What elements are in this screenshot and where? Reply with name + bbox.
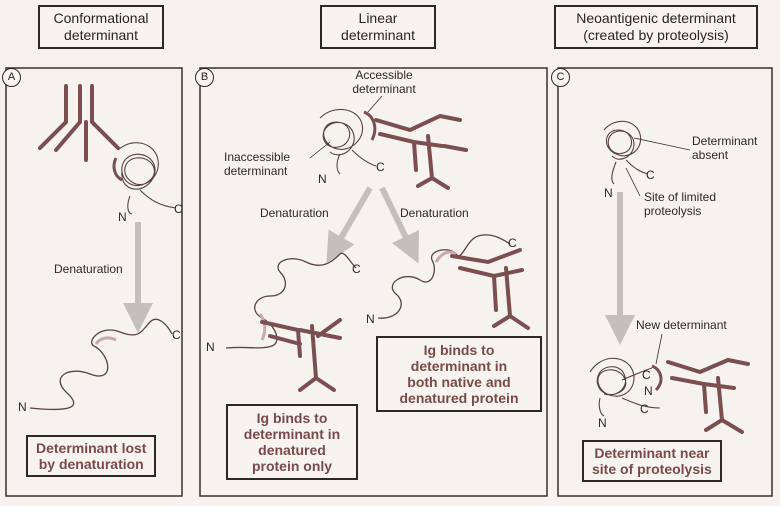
- panel-c-site-label: Site of limited proteolysis: [644, 190, 716, 218]
- panel-c-antibody: [666, 357, 750, 434]
- panel-c-cleaved-protein: [589, 357, 661, 417]
- panel-b-accessible-line1: Accessible: [355, 68, 413, 82]
- panel-c-title: Neoantigenic determinant (created by pro…: [554, 5, 758, 49]
- panel-b-inaccessible-label: Inaccessible determinant: [224, 150, 290, 178]
- panel-b-result-left: Ig binds to determinant in denatured pro…: [226, 404, 358, 480]
- panel-b-result-right-line2: determinant in: [410, 358, 508, 374]
- panel-b-title: Linear determinant: [320, 5, 436, 49]
- panel-a-frame: [5, 67, 183, 497]
- panel-b-result-right-line3: both native and: [407, 374, 511, 390]
- panel-c-new-epitope: [651, 364, 663, 392]
- panel-b-result-left-line4: protein only: [251, 458, 333, 474]
- panel-a-term-c2: C: [172, 328, 181, 342]
- panel-a-term-n: N: [118, 210, 127, 224]
- panel-c-title-line2: (created by proteolysis): [583, 27, 729, 43]
- panel-a-term-n2: N: [18, 400, 27, 414]
- panel-b-left-epitope: [258, 313, 267, 341]
- panel-b-right-epitope: [434, 250, 457, 263]
- panel-b-letter: B: [195, 68, 214, 87]
- panel-a-unfolded-segment: [94, 336, 117, 345]
- panel-c-frame: [557, 67, 773, 497]
- panel-a-antibody: [38, 84, 120, 162]
- panel-a-result: Determinant lost by denaturation: [26, 435, 157, 477]
- panel-c-leader-site: [625, 167, 641, 197]
- panel-c-leader-new: [655, 333, 663, 365]
- panel-c-term-c-low: C: [640, 402, 649, 416]
- panel-b-antibody-left: [260, 318, 342, 392]
- panel-b-result-left-line1: Ig binds to: [256, 410, 328, 426]
- panel-b-inaccessible-line1: Inaccessible: [224, 150, 291, 164]
- panel-c-result: Determinant near site of proteolysis: [582, 440, 722, 482]
- panel-b-term-c: C: [376, 160, 385, 174]
- panel-a-title: Conformational determinant: [38, 5, 164, 49]
- panel-b-result-left-line3: denatured: [258, 442, 326, 458]
- panel-b-antibody-top: [374, 113, 468, 190]
- panel-c-term-c-new: C: [642, 368, 651, 382]
- panel-a-folded-protein: [112, 142, 177, 215]
- panel-b-term-c-right: C: [508, 236, 517, 250]
- panel-b-result-right-line1: Ig binds to: [423, 342, 495, 358]
- panel-b-result-right: Ig binds to determinant in both native a…: [376, 336, 542, 412]
- panel-c-term-n-new: N: [644, 384, 653, 398]
- panel-c-site-line1: Site of limited: [644, 190, 717, 204]
- panel-c-title-line1: Neoantigenic determinant: [576, 10, 736, 26]
- panel-c-intact-protein: [603, 120, 649, 185]
- panel-a-unfolded-chain: [29, 318, 173, 411]
- panel-c-absent-line2: absent: [692, 148, 729, 162]
- panel-b-frame: [199, 67, 548, 497]
- panel-b-arrow-right: [379, 186, 419, 264]
- panel-c-term-n-low: N: [598, 416, 607, 430]
- panel-c-leader-absent: [633, 137, 691, 151]
- panel-b-term-c-left: C: [352, 262, 361, 276]
- panel-b-title-line1: Linear: [358, 10, 398, 26]
- panel-b-accessible-line2: determinant: [352, 82, 416, 96]
- panel-a-term-c: C: [174, 202, 183, 216]
- panel-b-accessible-label: Accessible determinant: [352, 68, 415, 96]
- panel-b-title-line2: determinant: [341, 27, 415, 43]
- panel-b-result-left-line2: determinant in: [243, 426, 341, 442]
- panel-a-title-line2: determinant: [64, 27, 138, 43]
- panel-b-term-n-left: N: [206, 340, 215, 354]
- panel-b-leader-accessible: [367, 95, 383, 113]
- panel-c-site-line2: proteolysis: [644, 204, 702, 218]
- panel-b-inaccessible-line2: determinant: [224, 164, 288, 178]
- panel-b-accessible-segment: [363, 110, 377, 141]
- panel-b-arrow-left: [326, 186, 373, 263]
- panel-b-denatured-chain-left: [225, 252, 357, 349]
- panel-c-new-label: New determinant: [636, 318, 727, 332]
- panel-c-absent-label: Determinant absent: [692, 134, 757, 162]
- panel-a-title-line1: Conformational: [53, 10, 149, 26]
- panel-a-process-label: Denaturation: [54, 262, 123, 276]
- panel-c-result-line1: Determinant near: [594, 445, 710, 461]
- panel-c-result-line2: site of proteolysis: [592, 461, 712, 477]
- panel-a-letter: A: [2, 68, 21, 87]
- panel-b-native-protein: [319, 108, 377, 175]
- panel-a-result-line1: Determinant lost: [36, 440, 147, 456]
- panel-b-result-right-line4: denatured protein: [399, 390, 519, 406]
- panel-b-denatured-chain-right: [377, 234, 511, 319]
- panel-b-leader-inaccessible: [309, 141, 331, 159]
- panel-b-process-left: Denaturation: [260, 206, 329, 220]
- panel-c-letter: C: [551, 68, 570, 87]
- panel-b-process-right: Denaturation: [400, 206, 469, 220]
- panel-b-term-n-right: N: [366, 312, 375, 326]
- panel-c-term-n: N: [604, 186, 613, 200]
- panel-b-term-n: N: [318, 172, 327, 186]
- panel-c-term-c: C: [646, 168, 655, 182]
- panel-a-result-line2: by denaturation: [38, 456, 144, 472]
- panel-c-absent-line1: Determinant: [692, 134, 758, 148]
- panel-b-antibody-right: [450, 248, 530, 330]
